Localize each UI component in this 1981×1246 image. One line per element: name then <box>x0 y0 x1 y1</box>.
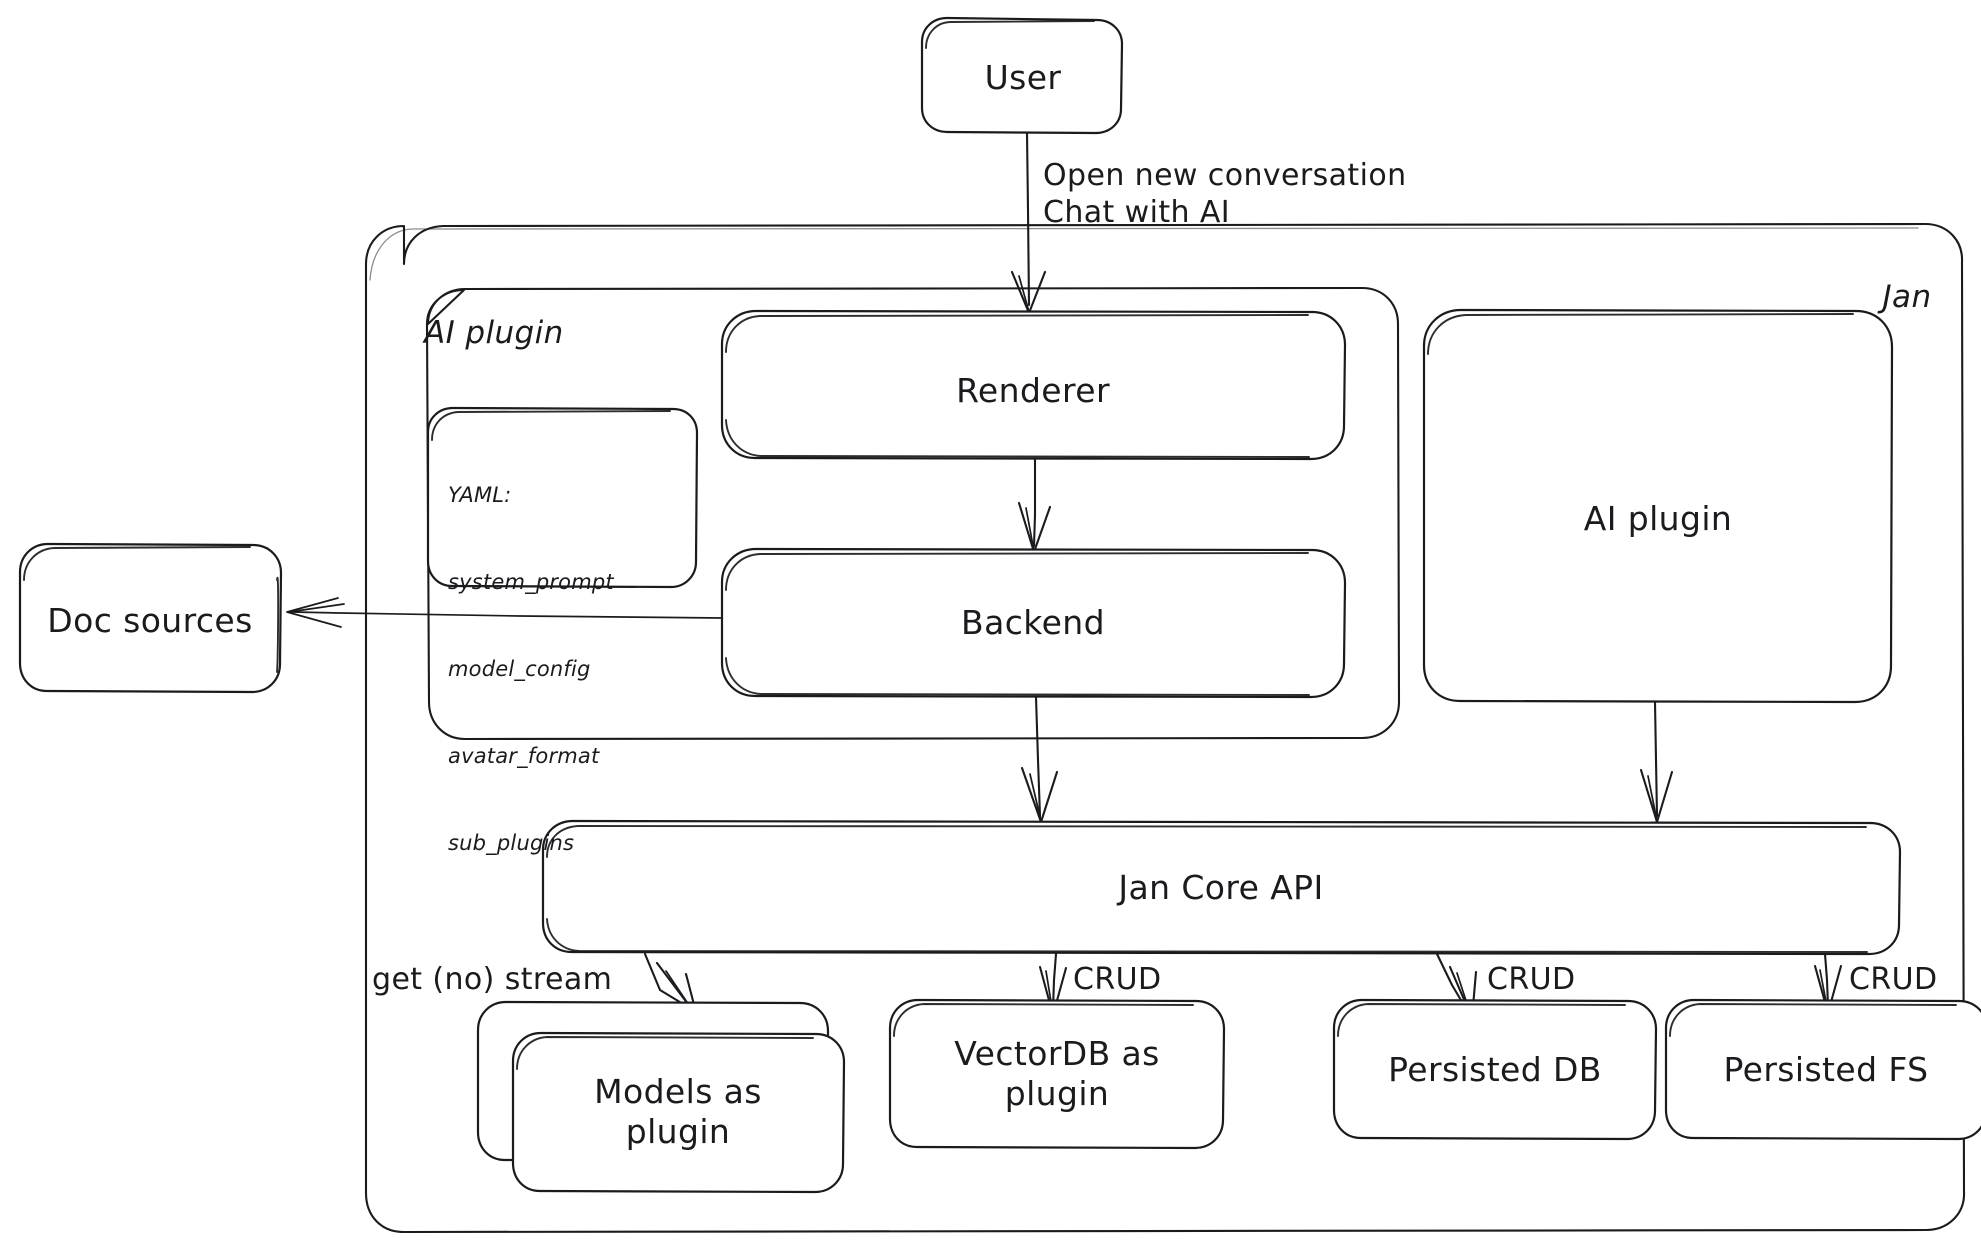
container-ai-plugin-group[interactable] <box>425 286 1401 741</box>
container-label-jan: Jan <box>1882 279 1932 316</box>
yaml-config-content: YAML: system_prompt model_config avatar_… <box>448 423 614 915</box>
edge-backend-doc-sources <box>286 597 723 628</box>
node-ai-plugin[interactable] <box>1422 308 1894 704</box>
node-label-user: User <box>984 57 1062 97</box>
edge-label-core-vectordb: CRUD <box>1073 962 1162 997</box>
node-label-jan-core-api: Jan Core API <box>1118 867 1324 907</box>
node-label-backend: Backend <box>961 602 1105 642</box>
node-user[interactable] <box>920 16 1124 135</box>
node-label-renderer: Renderer <box>956 370 1110 410</box>
container-label-ai-plugin-group: AI plugin <box>424 315 564 351</box>
node-doc-sources[interactable] <box>18 542 283 694</box>
yaml-key-avatar-format: avatar_format <box>448 743 600 768</box>
node-label-persisted-fs: Persisted FS <box>1723 1049 1929 1089</box>
node-persisted-db[interactable] <box>1332 998 1658 1141</box>
edge-label-core-models: get (no) stream <box>372 962 613 997</box>
yaml-key-sub-plugins: sub_plugins <box>448 830 575 855</box>
yaml-key-system-prompt: system_prompt <box>448 569 614 594</box>
node-label-doc-sources: Doc sources <box>47 600 253 640</box>
node-jan-core-api[interactable] <box>541 819 1902 956</box>
node-persisted-fs[interactable] <box>1664 998 1981 1141</box>
container-jan[interactable] <box>364 222 1966 1234</box>
node-renderer[interactable] <box>720 309 1347 461</box>
edge-backend-core <box>1020 695 1059 824</box>
node-backend[interactable] <box>720 547 1347 699</box>
edge-user-renderer <box>1010 131 1047 315</box>
node-models-plugin[interactable] <box>476 1000 846 1194</box>
edge-label-user-renderer: Open new conversation Chat with AI <box>1043 158 1407 230</box>
yaml-key-model-config: model_config <box>448 656 591 681</box>
edge-renderer-backend <box>1017 457 1052 554</box>
edge-label-core-persisted-fs: CRUD <box>1849 962 1938 997</box>
node-label-vectordb-plugin: VectorDB as plugin <box>954 1033 1160 1113</box>
node-label-models-plugin: Models as plugin <box>594 1071 762 1151</box>
edge-ai-plugin-core <box>1639 700 1674 824</box>
yaml-header: YAML: <box>448 482 512 507</box>
node-label-ai-plugin: AI plugin <box>1583 498 1733 538</box>
edge-label-core-persisted-db: CRUD <box>1487 962 1576 997</box>
node-yaml-config[interactable] <box>426 406 699 589</box>
node-label-persisted-db: Persisted DB <box>1388 1049 1602 1089</box>
node-vectordb-plugin[interactable] <box>888 998 1226 1150</box>
